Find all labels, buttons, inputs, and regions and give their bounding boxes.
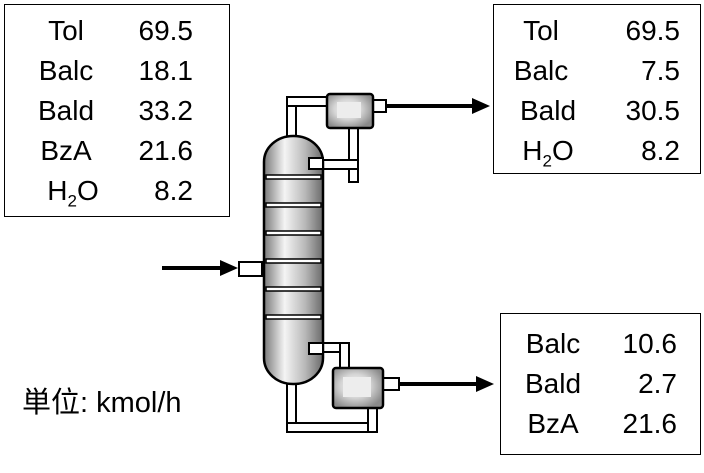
component-name: Bald xyxy=(524,368,582,399)
list-item: Balc 10.6 xyxy=(501,324,700,364)
list-item: Bald 2.7 xyxy=(501,364,700,404)
unit-label: 単位: kmol/h xyxy=(22,382,182,423)
formula-base: H xyxy=(522,135,543,166)
component-value: 21.6 xyxy=(138,135,194,166)
list-item: Balc 18.1 xyxy=(5,51,229,91)
condenser xyxy=(325,92,375,130)
component-name: Tol xyxy=(523,15,559,46)
distillation-column xyxy=(262,134,325,386)
component-name: Balc xyxy=(525,328,581,359)
component-name: BzA xyxy=(527,408,579,439)
component-name: Balc xyxy=(38,55,94,86)
component-name: BzA xyxy=(40,135,92,166)
list-item: BzA 21.6 xyxy=(5,131,229,171)
component-name: Bald xyxy=(519,95,577,126)
list-item: Bald 30.5 xyxy=(494,91,700,131)
unit-label-suffix: : kmol/h xyxy=(80,387,182,419)
bottoms-pipe xyxy=(286,342,378,433)
list-item: Balc 7.5 xyxy=(494,51,700,91)
component-name: Balc xyxy=(513,55,569,86)
reboiler xyxy=(331,366,385,410)
list-item: BzA 21.6 xyxy=(501,404,700,444)
feed-composition-table: Tol 69.5 Balc 18.1 Bald 33.2 BzA 21.6 H2… xyxy=(4,4,230,217)
formula-base: H xyxy=(47,175,68,206)
column-trays xyxy=(265,174,322,320)
component-name: Bald xyxy=(37,95,95,126)
component-value: 7.5 xyxy=(641,55,680,86)
list-item: Tol 69.5 xyxy=(494,11,700,51)
list-item: Bald 33.2 xyxy=(5,91,229,131)
component-value: 30.5 xyxy=(625,95,681,126)
component-value: 8.2 xyxy=(641,135,680,166)
formula-tail: O xyxy=(551,135,574,166)
component-value: 2.7 xyxy=(638,368,677,399)
component-value: 21.6 xyxy=(622,408,678,439)
bottoms-line xyxy=(382,376,494,392)
feed-line xyxy=(162,260,263,277)
distillate-line xyxy=(371,98,490,114)
component-name: H2O xyxy=(508,131,588,182)
list-item: Tol 69.5 xyxy=(5,11,229,51)
formula-subscript: 2 xyxy=(67,191,77,211)
unit-label-prefix: 単位 xyxy=(22,385,81,419)
formula-subscript: 2 xyxy=(542,151,552,171)
list-item: H2O 8.2 xyxy=(494,131,700,171)
component-value: 69.5 xyxy=(625,15,681,46)
component-name: H2O xyxy=(35,171,111,222)
bottoms-composition-table: Balc 10.6 Bald 2.7 BzA 21.6 xyxy=(500,313,701,455)
formula-tail: O xyxy=(76,175,99,206)
component-value: 8.2 xyxy=(154,175,193,206)
list-item: H2O 8.2 xyxy=(5,171,229,211)
component-value: 18.1 xyxy=(138,55,194,86)
distillate-composition-table: Tol 69.5 Balc 7.5 Bald 30.5 H2O 8.2 xyxy=(493,4,701,174)
component-value: 33.2 xyxy=(138,95,194,126)
component-value: 10.6 xyxy=(622,328,678,359)
component-value: 69.5 xyxy=(138,15,194,46)
component-name: Tol xyxy=(48,15,84,46)
